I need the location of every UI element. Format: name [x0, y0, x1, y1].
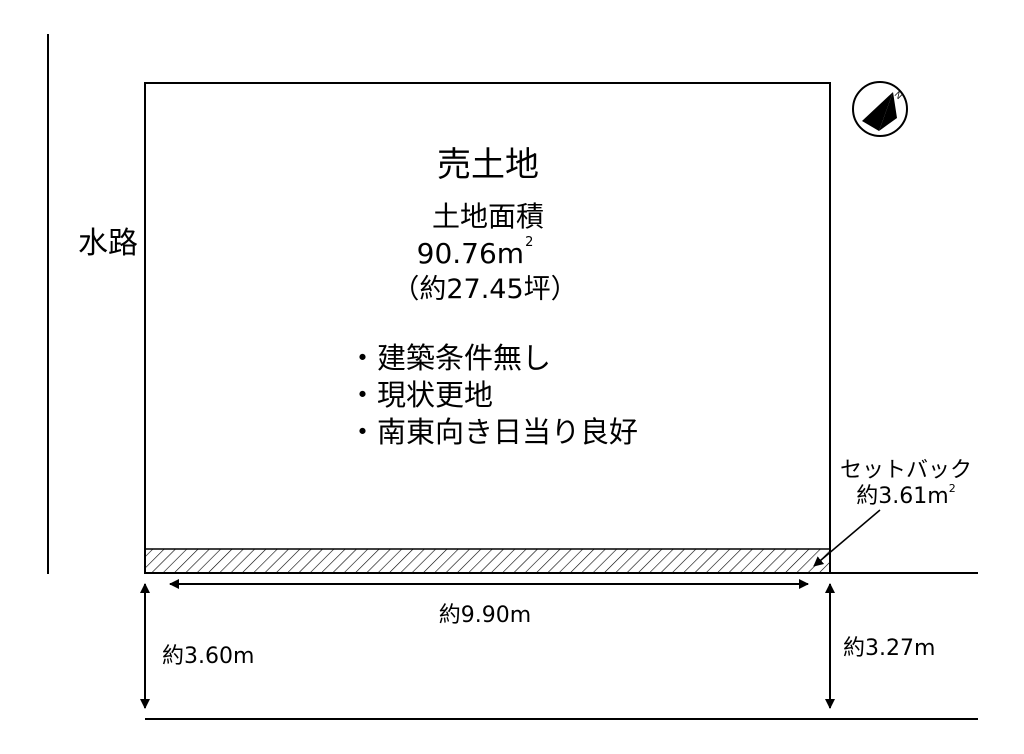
compass-north-label: N — [893, 89, 905, 101]
right-depth-label: 約3.27m — [843, 636, 936, 661]
feature-item: ・建築条件無し — [348, 341, 552, 375]
land-area-tsubo: （約27.45坪） — [392, 274, 578, 305]
feature-list: ・建築条件無し ・現状更地 ・南東向き日当り良好 — [348, 340, 638, 451]
setback-label: セットバック — [840, 458, 973, 483]
feature-item: ・現状更地 — [348, 378, 494, 412]
setback-area-number: 約3.61m — [856, 484, 949, 510]
land-area-number: 90.76m — [416, 237, 525, 270]
land-area-label: 土地面積 — [431, 200, 545, 233]
feature-item: ・南東向き日当り良好 — [348, 415, 639, 449]
waterway-label: 水路 — [78, 226, 138, 261]
setback-area: 約3.61m2 — [840, 482, 972, 510]
setback-annotation: セットバック 約3.61m2 — [840, 458, 972, 511]
left-depth-label: 約3.60m — [162, 644, 255, 669]
land-area-value: 90.76m2 — [416, 236, 534, 270]
setback-leader-arrow — [813, 509, 881, 567]
setback-area-unit-sup: 2 — [948, 482, 956, 496]
width-dimension-label: 約9.90m — [438, 603, 532, 628]
compass-icon: N — [852, 81, 908, 137]
page-title: 売土地 — [437, 145, 539, 185]
land-area-unit-sup: 2 — [525, 235, 534, 250]
setback-strip — [144, 548, 831, 574]
